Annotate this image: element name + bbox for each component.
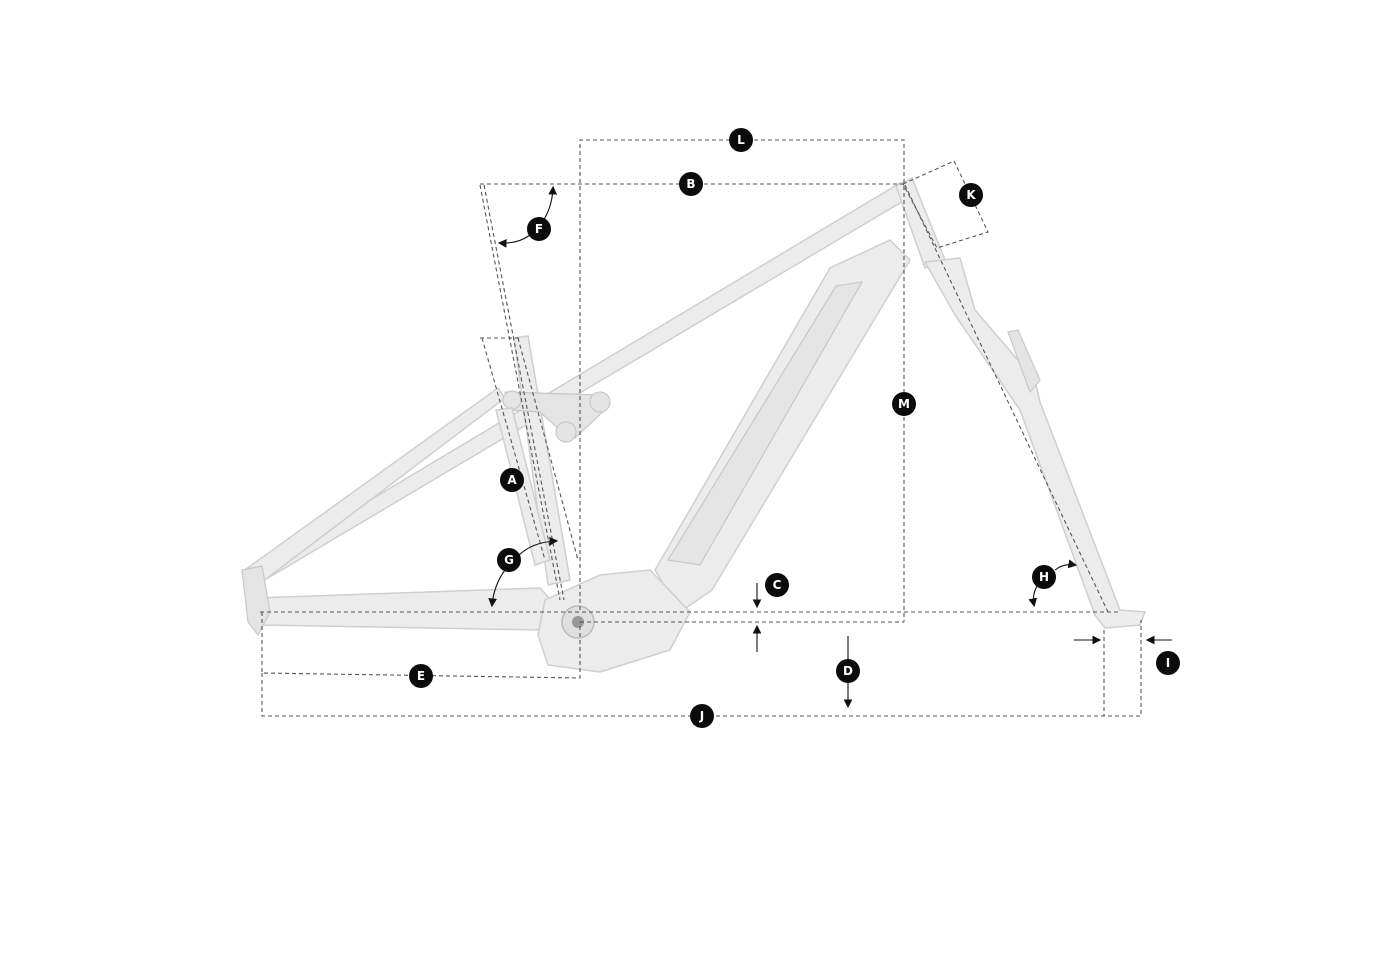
bike-frame [240,176,1147,673]
svg-text:H: H [1039,570,1049,584]
label-g-badge: G [497,548,521,572]
label-l-badge: L [729,128,753,152]
label-h-badge: H [1032,565,1056,589]
label-e-badge: E [409,664,433,688]
svg-text:D: D [843,664,853,678]
motor-housing [537,569,691,673]
bottom-bracket-axle [572,616,584,628]
svg-text:E: E [417,669,425,683]
label-k-badge: K [959,183,983,207]
svg-text:G: G [504,553,514,567]
label-f-badge: F [527,217,551,241]
svg-text:C: C [773,578,782,592]
seat-stay-lower [495,407,551,566]
svg-text:B: B [686,177,695,191]
svg-text:J: J [699,709,704,723]
label-j-badge: J [690,704,714,728]
seat-stay [240,386,507,583]
label-b-badge: B [679,172,703,196]
svg-text:L: L [737,133,745,147]
fork-brace [1007,329,1041,394]
label-m-badge: M [892,392,916,416]
svg-text:M: M [898,397,910,411]
pivot-shock [555,421,577,443]
dimension-arrows [488,185,1172,709]
fork-stanchion [923,257,1147,629]
svg-text:A: A [507,473,517,487]
rear-dropout [241,565,271,637]
pivot-upper [502,390,522,410]
svg-text:F: F [535,222,543,236]
pivot-rocker [589,391,611,413]
svg-text:I: I [1166,656,1170,670]
svg-text:K: K [966,188,976,202]
label-i-badge: I [1156,651,1180,675]
label-c-badge: C [765,573,789,597]
chain-stay [254,587,562,631]
label-d-badge: D [836,659,860,683]
battery-cover [667,281,864,566]
label-a-badge: A [500,468,524,492]
dimension-lines [260,139,1142,717]
